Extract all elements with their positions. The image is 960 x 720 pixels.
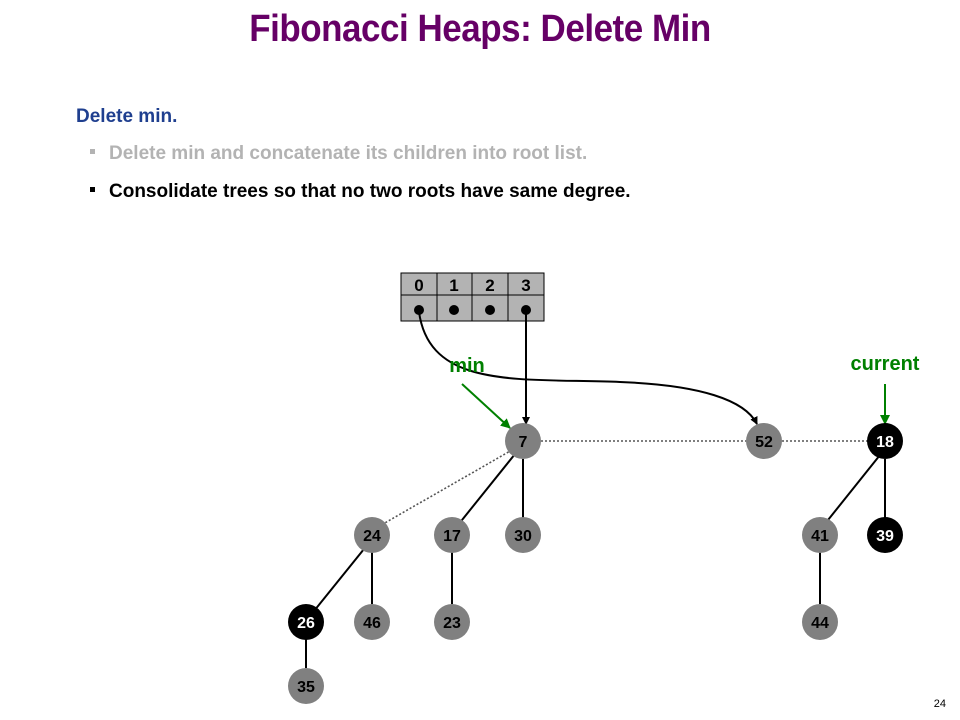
min-label: min (449, 355, 485, 377)
bullet-item: Delete min and concatenate its children … (90, 143, 587, 165)
node-35: 35 (288, 668, 324, 704)
array-index: 1 (449, 276, 458, 295)
pointer-dot (414, 305, 424, 315)
bullet-icon (90, 149, 95, 155)
node-26-marked: 26 (288, 604, 324, 640)
pointer-dot (449, 305, 459, 315)
svg-text:18: 18 (876, 434, 894, 451)
current-label: current (851, 353, 920, 375)
section-heading: Delete min. (76, 106, 178, 127)
svg-text:30: 30 (514, 528, 532, 545)
pointer-arrow-0 (418, 311, 758, 425)
node-30: 30 (505, 517, 541, 553)
svg-text:7: 7 (519, 434, 528, 451)
node-44: 44 (802, 604, 838, 640)
bullet-text: Delete min and concatenate its children … (109, 143, 588, 164)
slide-title: Fibonacci Heaps: Delete Min (249, 8, 711, 50)
page-number: 24 (933, 698, 946, 710)
array-index: 3 (521, 276, 530, 295)
svg-text:52: 52 (755, 434, 773, 451)
pointer-dot (485, 305, 495, 315)
array-index: 0 (414, 276, 423, 295)
node-24: 24 (354, 517, 390, 553)
svg-text:46: 46 (363, 615, 381, 632)
node-52: 52 (746, 423, 782, 459)
degree-array: 0 1 2 3 (400, 272, 545, 322)
bullet-text: Consolidate trees so that no two roots h… (109, 181, 631, 202)
svg-text:41: 41 (811, 528, 829, 545)
svg-text:39: 39 (876, 528, 894, 545)
svg-text:44: 44 (811, 615, 829, 632)
min-pointer-arrow (461, 383, 511, 429)
node-46: 46 (354, 604, 390, 640)
node-41: 41 (802, 517, 838, 553)
node-39-marked: 39 (867, 517, 903, 553)
node-7: 7 (505, 423, 541, 459)
node-18-marked: 18 (867, 423, 903, 459)
svg-text:26: 26 (297, 615, 315, 632)
node-17: 17 (434, 517, 470, 553)
bullet-item: Consolidate trees so that no two roots h… (90, 181, 631, 203)
svg-text:23: 23 (443, 615, 461, 632)
svg-text:17: 17 (443, 528, 461, 545)
bullet-icon (90, 187, 95, 193)
svg-text:24: 24 (363, 528, 381, 545)
sibling-link (382, 449, 513, 525)
pointer-dot (521, 305, 531, 315)
node-23: 23 (434, 604, 470, 640)
svg-text:35: 35 (297, 679, 315, 696)
array-index: 2 (485, 276, 494, 295)
tree-edges (305, 453, 886, 668)
